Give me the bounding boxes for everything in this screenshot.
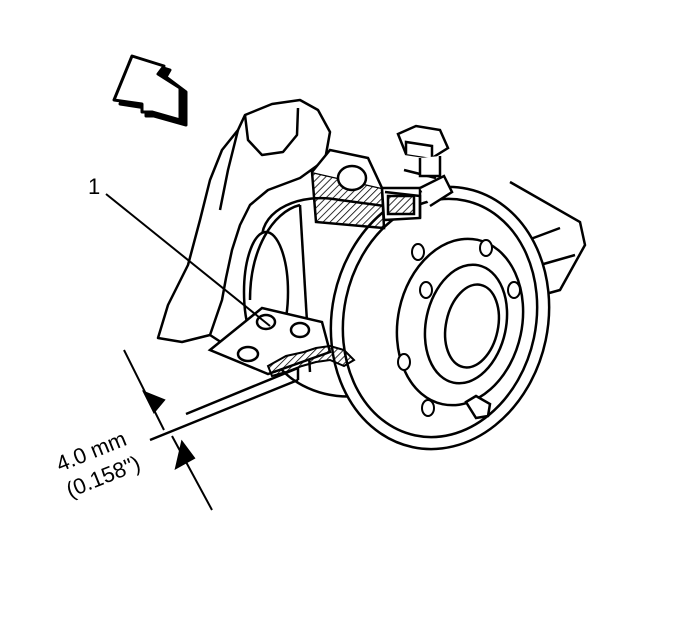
hex-bolt: [396, 124, 450, 178]
wheel-stud: [464, 394, 492, 420]
flange-bolt-holes: [397, 239, 521, 417]
hub-clamp-tool: [310, 148, 454, 230]
direction-arrow-icon: [112, 54, 188, 127]
callout-number: 1: [88, 174, 100, 199]
callout-leader-line: [105, 193, 271, 327]
dimension-indicator: [123, 349, 213, 511]
reference-plate: [149, 366, 300, 442]
hub-flange: [329, 185, 551, 451]
